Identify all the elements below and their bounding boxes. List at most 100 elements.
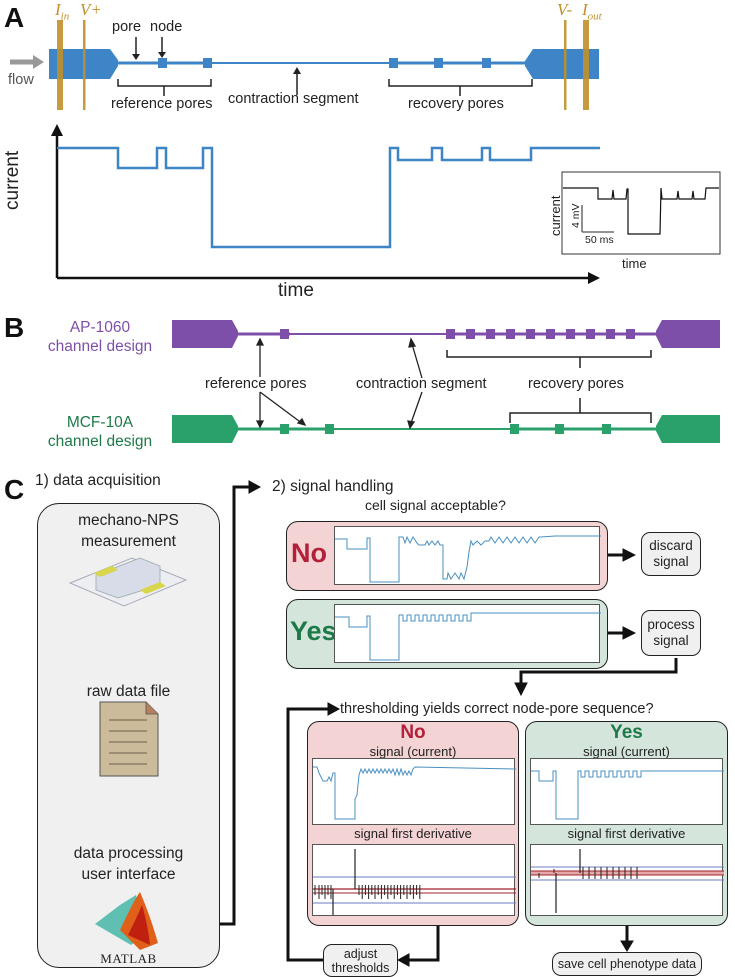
no-derivative-plot (312, 844, 516, 916)
recovery-pores-bracket (388, 79, 533, 96)
yes-current-plot (530, 758, 724, 825)
panel-a-channel (10, 20, 599, 110)
ap-recovery-node (526, 329, 535, 339)
yes-signal-trace (335, 612, 601, 661)
b-reference-pores-label: reference pores (205, 376, 307, 392)
pore-label: pore (112, 19, 142, 35)
panel-a-plot (51, 124, 600, 284)
label-v-plus: V+ (80, 0, 102, 19)
plot-xlabel: time (278, 280, 314, 301)
raw-data-label: raw data file (86, 683, 171, 700)
arrow-to-signal-handling (248, 480, 262, 494)
panel-b-mcf-channel (172, 398, 720, 443)
current-trace (57, 146, 600, 249)
inset-xlabel: time (622, 256, 647, 271)
matlab-label: MATLAB (100, 951, 157, 966)
label-i-out: Iout (582, 0, 602, 23)
recovery-pores-label: recovery pores (408, 96, 504, 112)
yes-current-trace (531, 770, 724, 820)
no-label-1: No (291, 538, 327, 568)
electrode-v-minus (564, 20, 567, 110)
reference-pores-bracket (117, 79, 212, 96)
ap-recovery-node (506, 329, 515, 339)
mcf-recovery-node-3 (602, 424, 611, 434)
flow-arrow-head (33, 55, 44, 69)
pore-arrow (132, 54, 140, 60)
no-label-2: No (400, 722, 426, 743)
mcf-recovery-node-1 (510, 424, 519, 434)
reference-node-1 (158, 58, 167, 68)
ap-recovery-node (626, 329, 635, 339)
b-contraction-segment-label: contraction segment (356, 376, 487, 392)
inset-trace (563, 187, 719, 235)
recovery-node-3 (482, 58, 491, 68)
panel-b-letter: B (4, 312, 25, 343)
ap-recovery-node (486, 329, 495, 339)
panel-a-letter: A (4, 2, 25, 33)
label-i-in: Iin (55, 0, 70, 23)
ap-recovery-nodes (446, 329, 635, 339)
node-arrow (158, 52, 166, 58)
no-signal-plot (334, 526, 601, 585)
ap-reference-node (280, 329, 289, 339)
question-2: thresholding yields correct node-pore se… (340, 701, 654, 717)
no-signal-trace (335, 535, 601, 583)
ap-recovery-node (586, 329, 595, 339)
no-signal-current-label: signal (current) (369, 744, 457, 759)
ap-recovery-node (546, 329, 555, 339)
y-axis-arrow (51, 124, 63, 136)
label-v-minus: V- (557, 0, 573, 19)
no-derivative-trace (313, 849, 516, 915)
inset-scale-x: 50 ms (585, 234, 614, 246)
flow-label: flow (8, 72, 34, 88)
electrode-i-out (583, 20, 589, 110)
yes-signal-plot (334, 604, 601, 663)
step2-title: 2) signal handling (272, 478, 394, 495)
mcf-reference-node-1 (280, 424, 289, 434)
node-label: node (150, 19, 183, 35)
inset-scale-y: 4 mV (570, 203, 582, 228)
contraction-arrow (293, 67, 301, 74)
no-derivative-label: signal first derivative (354, 826, 472, 841)
data-acquisition-box (37, 503, 220, 968)
no-current-trace (313, 766, 516, 820)
mcf-reference-node-2 (325, 424, 334, 434)
electrode-i-in (57, 20, 63, 110)
yes-label-2: Yes (610, 722, 643, 743)
ap-recovery-node (566, 329, 575, 339)
panel-c-letter: C (4, 474, 25, 505)
ap-recovery-node (466, 329, 475, 339)
mcf-recovery-bracket (509, 398, 652, 423)
ap-recovery-node (446, 329, 455, 339)
recovery-node-2 (434, 58, 443, 68)
ap-recovery-node (606, 329, 615, 339)
b-recovery-pores-label: recovery pores (528, 376, 624, 392)
panel-b-ap-channel (172, 320, 720, 368)
save-phenotype-box[interactable]: save cell phenotype data (552, 952, 702, 976)
ap-recovery-bracket (446, 350, 652, 368)
step1-title: 1) data acquisition (35, 472, 161, 489)
inset-ylabel: current (548, 195, 563, 236)
reference-pores-label: reference pores (111, 96, 213, 112)
yes-label-1: Yes (290, 616, 337, 646)
panel-b-arrows (255, 337, 423, 430)
x-axis-arrow (588, 272, 600, 284)
yes-derivative-label: signal first derivative (567, 826, 686, 841)
yes-derivative-trace (531, 849, 724, 913)
yes-derivative-plot (530, 844, 724, 916)
reference-node-2 (203, 58, 212, 68)
panel-a-inset (561, 171, 721, 255)
electrode-v-plus (83, 20, 86, 110)
yes-signal-current-label: signal (current) (583, 744, 670, 759)
no-current-plot (312, 758, 516, 825)
mcf-recovery-node-2 (555, 424, 564, 434)
contraction-segment-label: contraction segment (228, 91, 359, 107)
